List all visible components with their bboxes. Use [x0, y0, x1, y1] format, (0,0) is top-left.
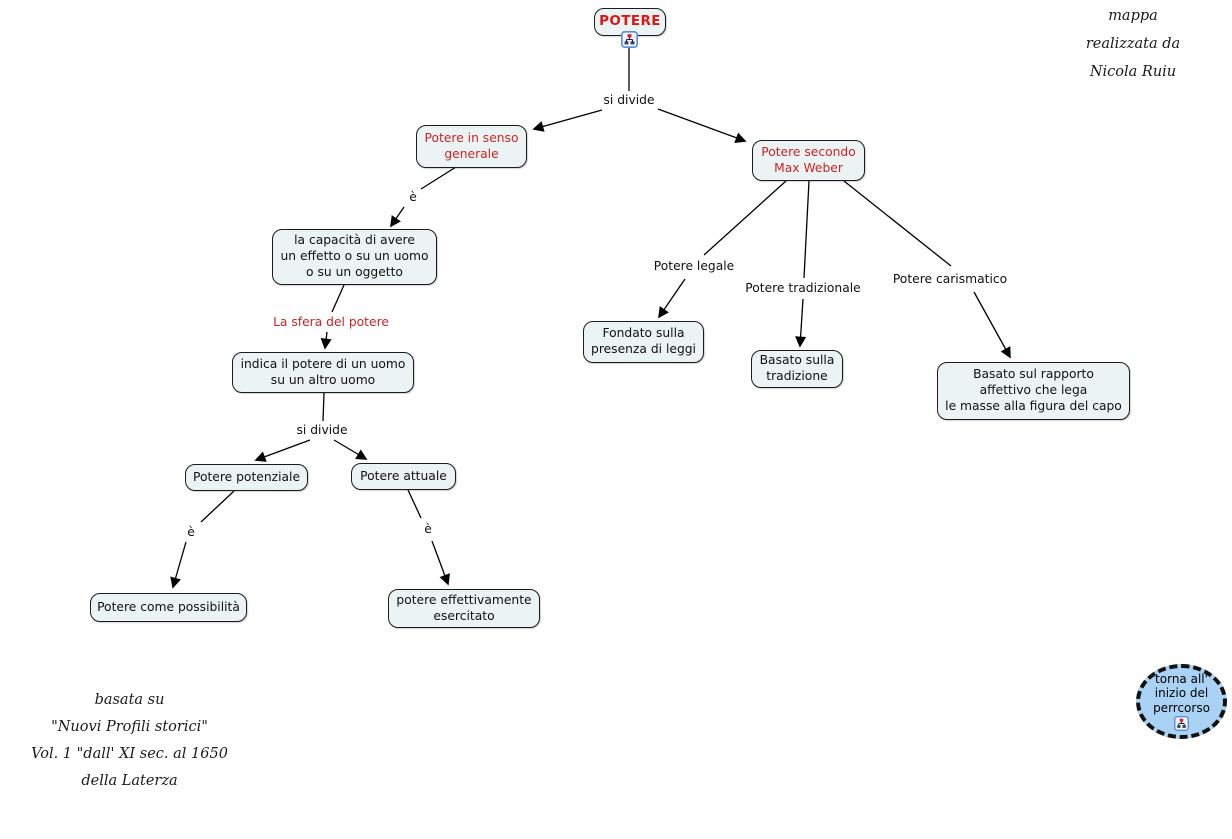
source-credit-line: Vol. 1 "dall' XI sec. al 1650 — [31, 746, 228, 762]
connector-line — [657, 108, 747, 143]
author-credit-line: realizzata da — [1085, 36, 1181, 52]
connector-line — [532, 109, 603, 132]
node-indica-il-potere[interactable]: indica il potere di un uomo su un altro … — [232, 352, 414, 393]
node-basato-sul-rapporto-affettivo[interactable]: Basato sul rapporto affettivo che lega l… — [937, 362, 1130, 420]
link-label-potere-carismatico: Potere carismatico — [892, 272, 1008, 286]
link-label-si-divide-top: si divide — [603, 93, 655, 107]
node-potere-attuale[interactable]: Potere attuale — [351, 463, 456, 490]
connector-line — [420, 166, 457, 190]
connector-line — [431, 540, 450, 586]
author-credit-line: mappa — [1108, 8, 1158, 24]
source-credit-line: della Laterza — [81, 773, 178, 789]
connector-line — [803, 180, 810, 279]
connector-line — [973, 291, 1011, 359]
linked-map-icon[interactable] — [621, 31, 638, 48]
connector-line — [703, 180, 787, 256]
source-credit-line: "Nuovi Profili storici" — [51, 719, 208, 735]
node-potere-in-senso-generale[interactable]: Potere in senso generale — [416, 125, 527, 168]
connector-line — [407, 489, 422, 519]
link-label-e-potenziale: è — [187, 525, 195, 539]
link-label-si-divide-mid: si divide — [296, 423, 348, 437]
connector-line — [795, 298, 807, 348]
connector-line — [170, 541, 187, 589]
node-potere-come-possibilita[interactable]: Potere come possibilità — [90, 593, 247, 622]
node-potere-secondo-max-weber[interactable]: Potere secondo Max Weber — [752, 140, 865, 181]
connector-line — [322, 392, 325, 422]
node-potere-effettivamente-esercitato[interactable]: potere effettivamente esercitato — [388, 589, 540, 628]
return-to-start-badge[interactable]: torna all' inizio del perrcorso — [1136, 664, 1227, 739]
link-label-e-generale: è — [409, 190, 417, 204]
author-credit: mappa realizzata da Nicola Ruiu — [1048, 8, 1218, 92]
connector-line — [390, 206, 405, 228]
node-potere-potenziale[interactable]: Potere potenziale — [185, 464, 308, 491]
link-label-potere-tradizionale: Potere tradizionale — [745, 281, 861, 295]
linked-map-icon[interactable] — [1174, 715, 1189, 731]
connector-line — [200, 490, 235, 523]
node-basato-sulla-tradizione[interactable]: Basato sulla tradizione — [751, 350, 843, 388]
return-badge-label: torna all' inizio del perrcorso — [1153, 672, 1210, 715]
connector-line — [843, 180, 952, 267]
connector-line — [320, 331, 332, 350]
author-credit-line: Nicola Ruiu — [1089, 64, 1177, 80]
connector-line — [333, 439, 368, 460]
link-label-potere-legale: Potere legale — [653, 259, 735, 273]
link-label-e-attuale: è — [424, 522, 432, 536]
connector-line — [658, 278, 686, 319]
connector-line — [254, 439, 311, 462]
link-label-la-sfera-del-potere: La sfera del potere — [273, 315, 389, 329]
connector-line — [331, 284, 345, 313]
node-capacita-di-avere-effetto[interactable]: la capacità di avere un effetto o su un … — [272, 229, 437, 285]
source-credit: basata su "Nuovi Profili storici" Vol. 1… — [22, 692, 237, 800]
source-credit-line: basata su — [94, 692, 165, 708]
node-fondato-sulla-presenza-di-leggi[interactable]: Fondato sulla presenza di leggi — [583, 321, 704, 363]
connector-lines — [170, 47, 1011, 589]
